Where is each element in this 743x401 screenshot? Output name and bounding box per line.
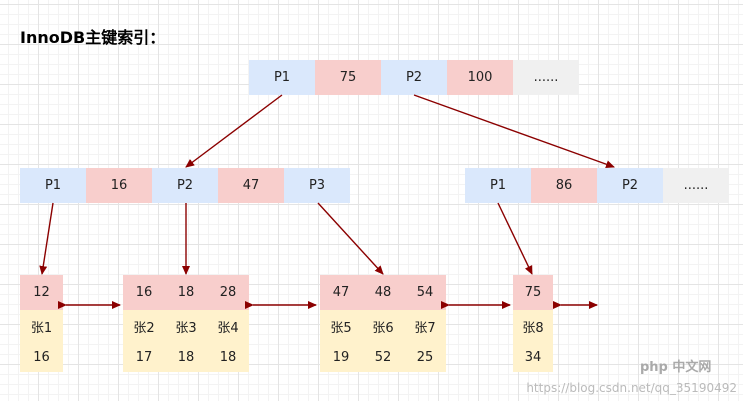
leaf1-name: 张1 [20,310,63,342]
leaf3-key-3: 54 [404,275,446,310]
arrow-right-p1-to-leaf4 [497,202,533,275]
leaf3-age-2: 52 [362,342,404,372]
php-logo: php 中文网 [640,360,712,375]
leaf4-name: 张8 [513,310,553,342]
root-pointer-p2: P2 [381,60,447,95]
root-ellipsis: ...... [513,60,579,95]
leaf3-age-1: 19 [320,342,362,372]
leaf3-key-1: 47 [320,275,362,310]
root-key-75: 75 [315,60,381,95]
diagram-title: InnoDB主键索引： [20,28,166,47]
leaf2-key-2: 18 [165,275,207,310]
leaf2-age-2: 18 [165,342,207,372]
leaf1-key: 12 [20,275,63,310]
arrow-left-p1-to-leaf1 [39,202,54,275]
left-pointer-p1: P1 [20,168,86,203]
arrow-root-p2-to-right [413,94,615,169]
leaf2-key-3: 28 [207,275,249,310]
left-pointer-p2: P2 [152,168,218,203]
leaf3-name-3: 张7 [404,310,446,342]
left-key-16: 16 [86,168,152,203]
right-pointer-p2: P2 [597,168,663,203]
leaf2-age-1: 17 [123,342,165,372]
leaf3-name-2: 张6 [362,310,404,342]
leaf3-key-2: 48 [362,275,404,310]
right-key-86: 86 [531,168,597,203]
arrow-left-p3-to-leaf3 [317,202,384,275]
watermark-url: https://blog.csdn.net/qq_35190492 [526,381,737,395]
left-pointer-p3: P3 [284,168,350,203]
leaf2-age-3: 18 [207,342,249,372]
arrow-root-p1-to-left [185,94,283,168]
leaf2-name-2: 张3 [165,310,207,342]
leaf3-name-1: 张5 [320,310,362,342]
leaf1-age: 16 [20,342,63,372]
left-key-47: 47 [218,168,284,203]
leaf4-key: 75 [513,275,553,310]
leaf2-name-1: 张2 [123,310,165,342]
right-pointer-p1: P1 [465,168,531,203]
leaf2-name-3: 张4 [207,310,249,342]
leaf4-age: 34 [513,342,553,372]
right-ellipsis: ...... [663,168,729,203]
root-pointer-p1: P1 [249,60,315,95]
leaf3-age-3: 25 [404,342,446,372]
leaf2-key-1: 16 [123,275,165,310]
root-key-100: 100 [447,60,513,95]
